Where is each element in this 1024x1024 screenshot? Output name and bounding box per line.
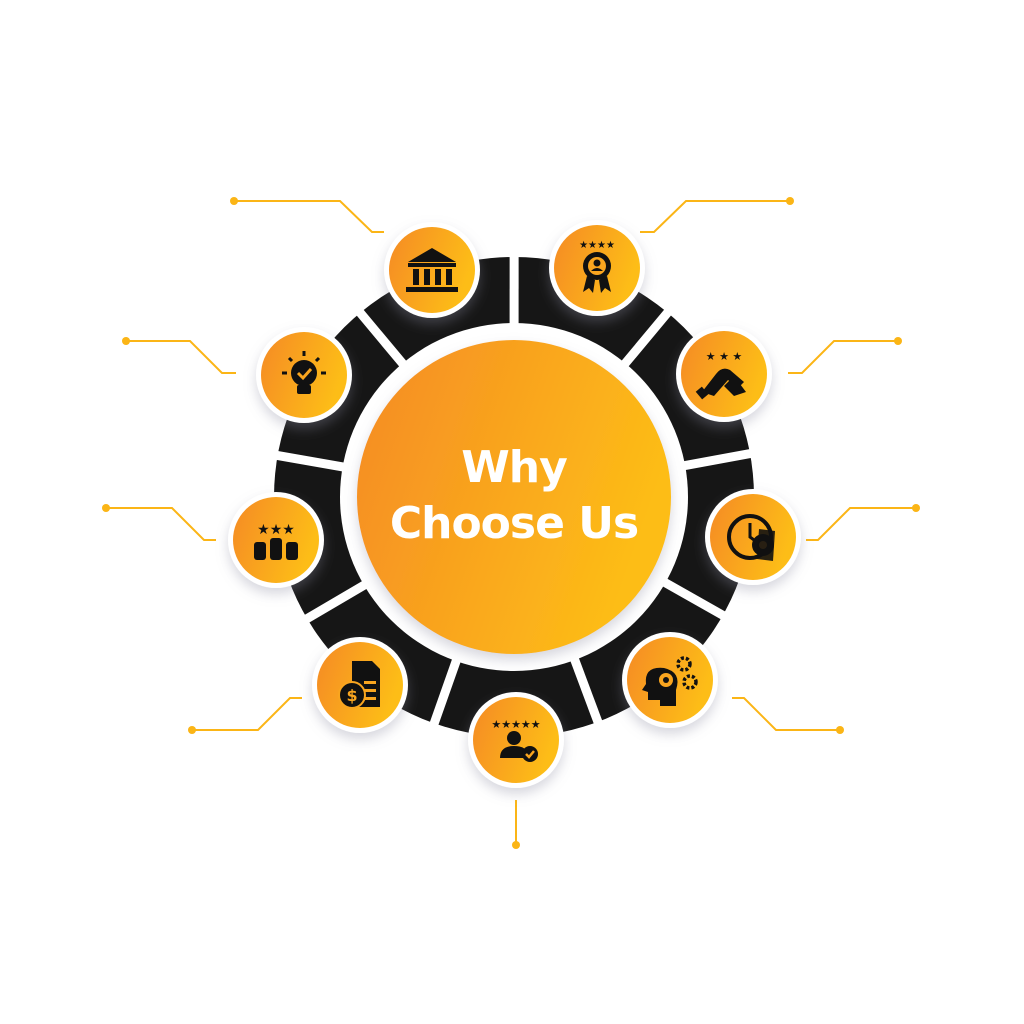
node-circle <box>710 494 796 580</box>
lightbulb-check-icon <box>282 351 326 394</box>
connector-dot <box>836 726 844 734</box>
node-circle <box>389 227 475 313</box>
feature-node <box>705 489 801 585</box>
connector-dot <box>786 197 794 205</box>
svg-text:★★★★★: ★★★★★ <box>491 718 540 731</box>
feature-node: ★★★★★ <box>468 692 564 788</box>
invoice-dollar-icon: $ <box>338 661 380 709</box>
svg-text:★★★: ★★★ <box>257 522 295 538</box>
feature-node: ★★★★ <box>549 220 645 316</box>
svg-text:★ ★ ★: ★ ★ ★ <box>706 350 743 363</box>
connector-line <box>234 200 384 233</box>
feature-node: $ <box>312 637 408 733</box>
ring-segment-gap <box>423 646 466 744</box>
ring-segment-gap <box>343 294 415 378</box>
connector-line <box>192 697 302 731</box>
connector-dot <box>122 337 130 345</box>
connector-dot <box>512 841 520 849</box>
title-line-2: Choose Us <box>389 498 639 549</box>
connector-line <box>806 507 916 541</box>
center-title: Why Choose Us <box>357 440 671 552</box>
connector-line <box>732 697 840 731</box>
customer-rating-icon: ★★★★★ <box>491 718 541 762</box>
connector-dot <box>188 726 196 734</box>
ring-segment-gap <box>287 574 379 633</box>
connector-line <box>640 200 790 233</box>
feature-node: ★ ★ ★ <box>676 326 772 422</box>
handshake-stars-icon: ★ ★ ★ <box>695 350 746 400</box>
connector-dot <box>230 197 238 205</box>
feature-node <box>622 632 718 728</box>
clock-gear-icon <box>727 514 775 561</box>
connector-dot <box>894 337 902 345</box>
feature-node: ★★★ <box>228 492 324 588</box>
center-circle <box>357 340 671 654</box>
title-line-1: Why <box>461 442 568 493</box>
ring-segment-gap <box>670 445 771 473</box>
award-badge-icon: ★★★★ <box>579 240 615 293</box>
ring-segment-gap <box>565 645 610 743</box>
connector-line <box>788 340 898 374</box>
connector-line <box>106 507 216 541</box>
ring-segment-gap <box>612 294 684 377</box>
ring-segment-gap <box>257 447 358 474</box>
brain-gears-icon <box>642 656 698 706</box>
connector-lines <box>102 197 920 849</box>
svg-text:$: $ <box>346 686 357 705</box>
feature-node <box>256 327 352 423</box>
ring-segment-gap <box>651 571 743 630</box>
connector-dot <box>102 504 110 512</box>
feature-node <box>384 222 480 318</box>
connector-dot <box>912 504 920 512</box>
stars-podium-icon: ★★★ <box>254 522 298 560</box>
svg-text:★★★★: ★★★★ <box>579 240 615 251</box>
connector-line <box>126 340 236 374</box>
bank-icon <box>406 248 458 292</box>
